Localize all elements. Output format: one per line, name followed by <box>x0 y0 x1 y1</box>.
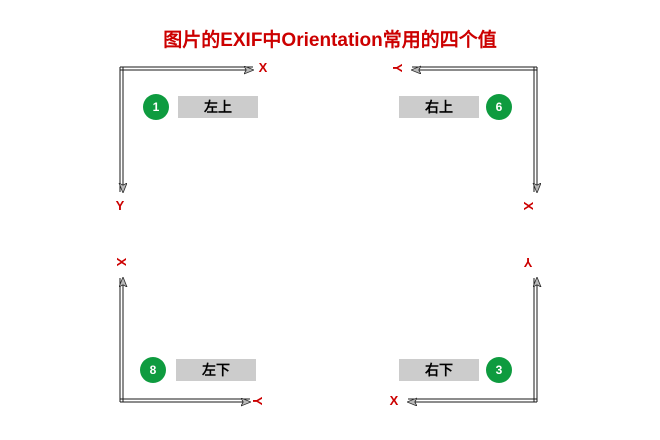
orientation-badge-3[interactable]: 3 <box>486 357 512 383</box>
axes-top-right <box>412 67 537 192</box>
caption-box-bottom-right: 右下 <box>399 359 479 381</box>
axis-label-y-bottom-left: Y <box>250 396 265 406</box>
page-title: 图片的EXIF中Orientation常用的四个值 <box>163 30 497 51</box>
caption-box-bottom-left: 左下 <box>176 359 256 381</box>
caption-box-top-left: 左上 <box>178 96 258 118</box>
axis-label-x-bottom-right: X <box>389 393 399 408</box>
orientation-badge-8[interactable]: 8 <box>140 357 166 383</box>
orientation-badge-1[interactable]: 1 <box>143 94 169 120</box>
axis-label-y-bottom-right: Y <box>523 255 533 270</box>
axes-top-left <box>120 67 253 192</box>
axes-bottom-right <box>408 278 537 402</box>
orientation-badge-6[interactable]: 6 <box>486 94 512 120</box>
axis-label-x-top-right: X <box>521 201 536 211</box>
axis-label-x-top-left: X <box>258 60 268 75</box>
axis-label-y-top-right: Y <box>390 63 405 73</box>
axis-label-x-bottom-left: X <box>114 257 129 267</box>
axis-label-y-top-left: Y <box>115 198 125 213</box>
caption-box-top-right: 右上 <box>399 96 479 118</box>
axes-bottom-left <box>120 278 250 402</box>
